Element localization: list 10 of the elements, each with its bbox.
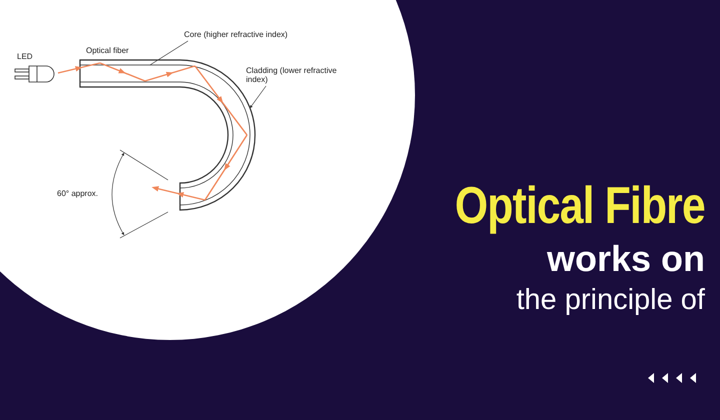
callout-label: Cladding (lower refractive index) — [246, 66, 338, 84]
subtitle-text: works on — [546, 238, 705, 280]
leader-line — [250, 86, 266, 108]
title-text: Optical Fibre — [455, 176, 705, 236]
leader-line — [150, 40, 188, 66]
subtitle-text: the principle of — [516, 284, 705, 317]
callout-label: Core (higher refractive index) — [184, 30, 288, 39]
angle-label: 60° approx. — [57, 189, 98, 198]
component-label: LED — [17, 52, 33, 61]
component-label: Optical fiber — [86, 46, 129, 55]
